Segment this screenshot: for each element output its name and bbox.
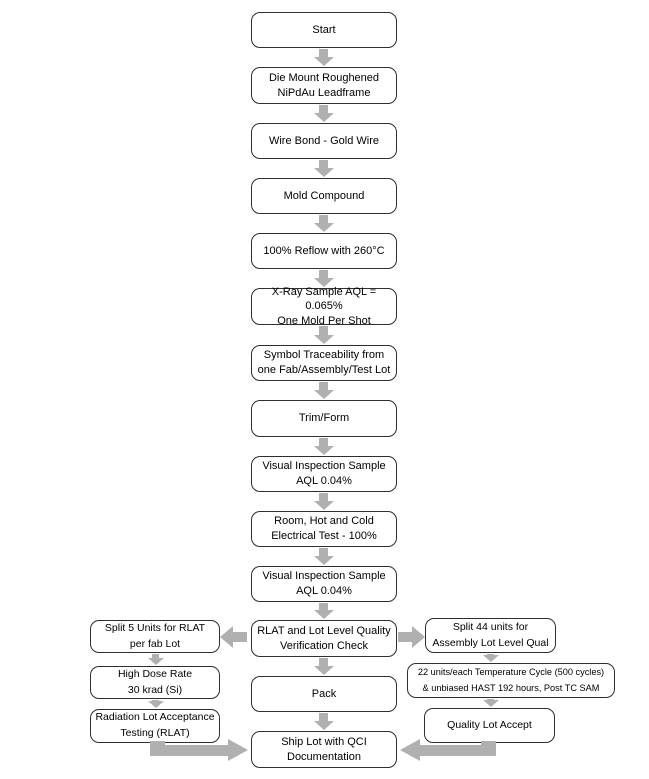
arrow-head	[147, 701, 164, 708]
arrow-down-icon	[313, 603, 334, 619]
arrow-shaft	[319, 105, 328, 113]
arrow-head	[147, 658, 164, 665]
flow-node-split-qual: Split 44 units for Assembly Lot Level Qu…	[425, 618, 556, 653]
arrow-down-icon	[313, 105, 334, 122]
flow-node-high-dose: High Dose Rate 30 krad (Si)	[90, 666, 220, 699]
arrow-down-icon	[313, 215, 334, 232]
flow-node-symbol-traceability: Symbol Traceability from one Fab/Assembl…	[251, 345, 397, 381]
flow-node-mold-compound: Mold Compound	[251, 178, 397, 214]
arrow-shaft	[319, 658, 328, 666]
flow-node-die-mount: Die Mount Roughened NiPdAu Leadframe	[251, 67, 397, 104]
arrow-down-icon	[313, 160, 334, 177]
connector-segment	[150, 741, 165, 746]
arrow-down-icon	[313, 548, 334, 565]
arrow-down-icon	[313, 438, 334, 455]
flow-node-pack: Pack	[251, 676, 397, 712]
arrow-shaft	[319, 493, 328, 501]
arrow-left-icon	[220, 626, 247, 648]
flow-node-reflow: 100% Reflow with 260°C	[251, 233, 397, 269]
arrow-shaft	[319, 713, 328, 721]
arrow-shaft	[398, 632, 412, 642]
arrow-head	[482, 655, 499, 662]
arrow-head	[313, 666, 334, 675]
flow-node-quality-accept: Quality Lot Accept	[424, 708, 555, 743]
arrow-head	[313, 721, 334, 730]
arrow-down-icon	[313, 382, 334, 399]
arrow-shaft	[487, 699, 494, 700]
connector-segment	[150, 745, 228, 756]
arrow-head	[313, 168, 334, 177]
flow-node-trim-form: Trim/Form	[251, 400, 397, 437]
arrow-head	[313, 335, 334, 344]
arrow-shaft	[319, 49, 328, 57]
flow-node-visual-inspection-1: Visual Inspection Sample AQL 0.04%	[251, 456, 397, 492]
arrow-shaft	[152, 654, 159, 658]
arrow-head	[313, 278, 334, 287]
arrow-down-icon	[313, 658, 334, 675]
flow-node-xray: X-Ray Sample AQL = 0.065% One Mold Per S…	[251, 286, 397, 327]
arrow-shaft	[319, 382, 328, 390]
arrow-shaft	[319, 548, 328, 556]
flow-node-temp-cycle: 22 units/each Temperature Cycle (500 cyc…	[407, 663, 615, 698]
arrow-down-icon	[313, 49, 334, 66]
flow-node-ship: Ship Lot with QCI Documentation	[251, 731, 397, 768]
arrow-shaft	[487, 654, 494, 655]
arrow-shaft	[319, 215, 328, 223]
flow-node-rlat-check: RLAT and Lot Level Quality Verification …	[251, 620, 397, 657]
arrow-shaft	[233, 632, 247, 642]
arrow-head	[400, 739, 420, 761]
arrow-down-icon	[313, 493, 334, 510]
arrow-shaft	[152, 700, 159, 701]
arrow-head	[220, 626, 233, 648]
arrow-down-icon	[313, 326, 334, 344]
flow-node-start: Start	[251, 12, 397, 48]
arrow-head	[313, 390, 334, 399]
flow-node-electrical-test: Room, Hot and Cold Electrical Test - 100…	[251, 511, 397, 547]
arrow-head	[313, 556, 334, 565]
flow-node-wire-bond: Wire Bond - Gold Wire	[251, 123, 397, 159]
flow-node-radiation-test: Radiation Lot Acceptance Testing (RLAT)	[90, 709, 220, 743]
arrow-head	[313, 501, 334, 510]
arrow-head	[412, 626, 425, 648]
arrow-head	[228, 739, 248, 761]
arrow-shaft	[319, 160, 328, 168]
arrow-shaft	[319, 438, 328, 446]
arrow-shaft	[319, 603, 328, 610]
arrow-down-icon	[482, 699, 499, 707]
arrow-head	[313, 113, 334, 122]
arrow-head	[482, 700, 499, 707]
flow-node-split-rlat: Split 5 Units for RLAT per fab Lot	[90, 620, 220, 653]
arrow-head	[313, 610, 334, 619]
arrow-down-icon	[147, 700, 164, 708]
arrow-head	[313, 446, 334, 455]
arrow-down-icon	[313, 270, 334, 287]
arrow-head	[313, 223, 334, 232]
flow-node-visual-inspection-2: Visual Inspection Sample AQL 0.04%	[251, 566, 397, 602]
arrow-shaft	[319, 326, 328, 335]
connector-segment	[481, 741, 496, 746]
arrow-down-icon	[482, 654, 499, 662]
arrow-shaft	[319, 270, 328, 278]
arrow-right-icon	[398, 626, 425, 648]
arrow-head	[313, 57, 334, 66]
connector-segment	[420, 745, 496, 756]
arrow-down-icon	[313, 713, 334, 730]
arrow-down-icon	[147, 654, 164, 665]
